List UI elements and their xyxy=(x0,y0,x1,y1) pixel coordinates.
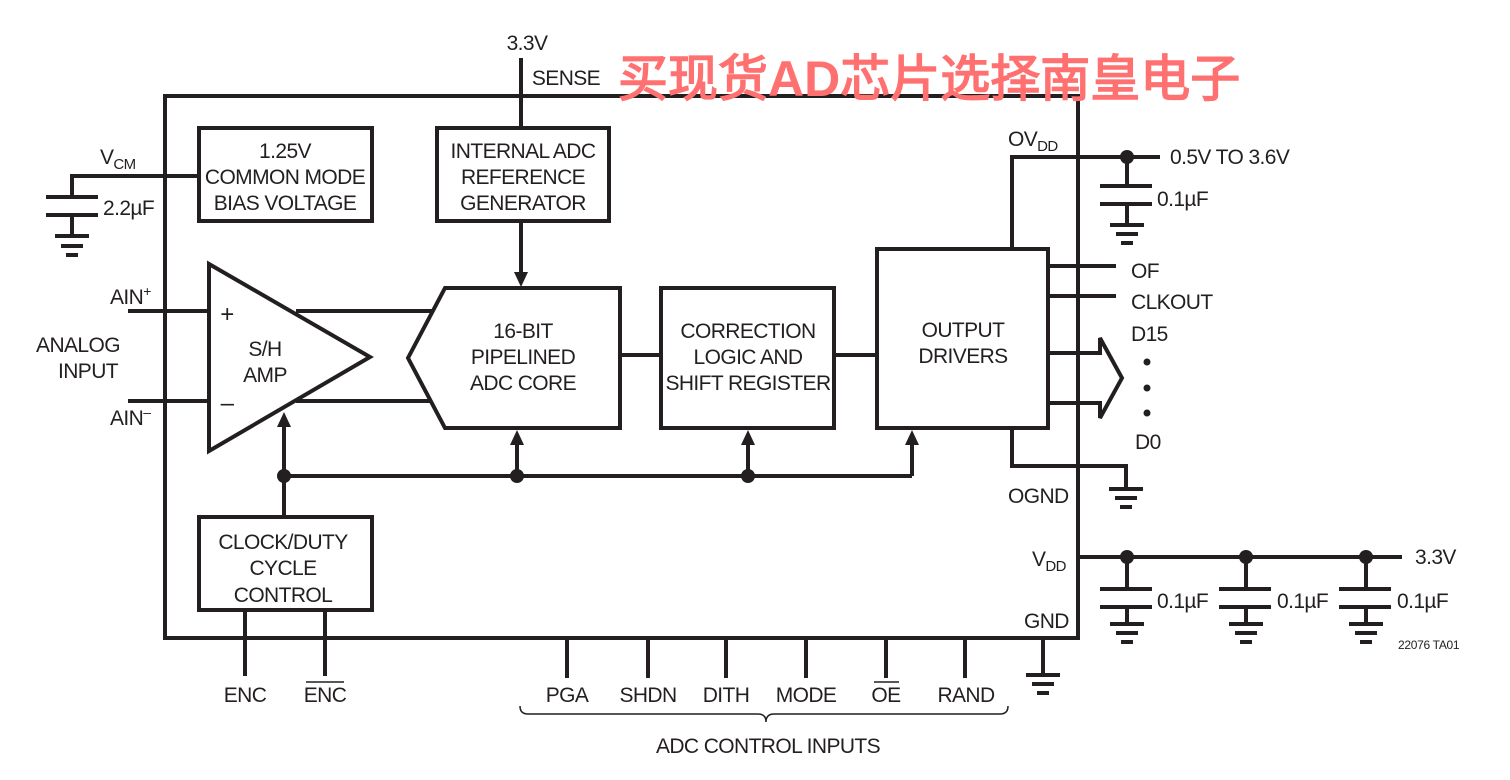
ground-icon xyxy=(1026,673,1060,695)
ognd-label: OGND xyxy=(1008,485,1069,508)
junction-dot xyxy=(277,469,291,483)
adc-core-block xyxy=(405,286,622,430)
ellipsis-dot xyxy=(1143,409,1151,417)
ain-plus-label: AIN+ xyxy=(110,283,151,309)
ellipsis-dot xyxy=(1143,384,1151,392)
mode-pin-label: MODE xyxy=(776,684,837,707)
ovdd-wire xyxy=(1010,155,1160,249)
vcm-cap-label: 2.2µF xyxy=(103,197,154,220)
vdd-label: VDD xyxy=(1032,548,1067,575)
of-label: OF xyxy=(1131,260,1159,283)
correction-line-1: CORRECTION xyxy=(680,320,815,343)
vdd-cap-2 xyxy=(1219,550,1271,644)
adc-core-line-2: PIPELINED xyxy=(471,346,576,369)
bias-line-3: BIAS VOLTAGE xyxy=(214,192,357,215)
dith-pin-label: DITH xyxy=(703,684,750,707)
correction-logic-block xyxy=(659,286,836,430)
gnd-label: GND xyxy=(1024,610,1069,633)
figure-id: 22076 TA01 xyxy=(1398,638,1460,652)
rand-pin-label: RAND xyxy=(937,684,995,707)
junction-dot xyxy=(510,469,524,483)
chip-outline xyxy=(163,94,1080,640)
enc-bar-label: ENC xyxy=(304,684,347,707)
amp-minus-sign: – xyxy=(221,390,235,417)
ground-icon xyxy=(1109,487,1143,509)
correction-line-3: SHIFT REGISTER xyxy=(665,372,830,395)
output-drivers-line-1: OUTPUT xyxy=(922,319,1006,342)
vdd-cap-label: 0.1µF xyxy=(1397,590,1448,613)
sh-amp-line-1: S/H xyxy=(248,338,281,361)
sh-amp-line-2: AMP xyxy=(243,364,287,387)
vdd-cap-1 xyxy=(1100,550,1152,644)
sense-pin-label: SENSE xyxy=(532,67,601,90)
analog-input-label-1: ANALOG xyxy=(36,334,120,357)
reference-line-1: INTERNAL ADC xyxy=(451,140,596,163)
arrow-up-icon xyxy=(741,430,755,445)
bias-line-2: COMMON MODE xyxy=(205,166,366,189)
arrow-up-icon xyxy=(905,430,919,445)
watermark: 买现货AD芯片选择南皇电子 xyxy=(618,51,1240,107)
bias-line-1: 1.25V xyxy=(259,140,311,163)
oe-pin-label: OE xyxy=(871,684,901,707)
shdn-pin-label: SHDN xyxy=(619,684,676,707)
output-drivers-block xyxy=(875,247,1050,430)
data-bus-arrow-icon xyxy=(1048,337,1125,419)
control-group-label: ADC CONTROL INPUTS xyxy=(656,735,881,758)
adc-core-line-3: ADC CORE xyxy=(470,372,577,395)
ground-icon xyxy=(1110,223,1144,245)
brace-icon xyxy=(519,705,1009,723)
arrow-up-icon xyxy=(277,412,291,427)
clock-line-1: CLOCK/DUTY xyxy=(218,531,348,554)
ovdd-cap-label: 0.1µF xyxy=(1157,188,1208,211)
reference-line-2: REFERENCE xyxy=(461,166,586,189)
arrow-down-icon xyxy=(514,272,528,287)
amp-plus-sign: + xyxy=(220,301,233,328)
correction-line-2: LOGIC AND xyxy=(694,346,803,369)
clkout-label: CLKOUT xyxy=(1131,291,1213,314)
enc-label: ENC xyxy=(224,684,267,707)
reference-generator-block xyxy=(435,126,611,223)
vcm-wire xyxy=(70,174,199,197)
ain-minus-label: AIN– xyxy=(110,404,151,430)
sh-amp-triangle xyxy=(207,260,374,455)
reference-line-3: GENERATOR xyxy=(460,192,586,215)
adc-core-line-1: 16-BIT xyxy=(493,320,553,343)
sense-voltage-label: 3.3V xyxy=(507,32,548,55)
pga-pin-label: PGA xyxy=(546,684,589,707)
vdd-voltage-label: 3.3V xyxy=(1415,546,1456,569)
vdd-cap-label: 0.1µF xyxy=(1157,590,1208,613)
vcm-label: VCM xyxy=(100,146,136,173)
arrow-up-icon xyxy=(510,430,524,445)
control-pins xyxy=(565,638,967,678)
output-drivers-line-2: DRIVERS xyxy=(918,345,1008,368)
d15-label: D15 xyxy=(1131,323,1168,346)
vdd-cap-label: 0.1µF xyxy=(1277,590,1328,613)
ovdd-range-label: 0.5V TO 3.6V xyxy=(1170,146,1290,169)
ovdd-label: OVDD xyxy=(1008,128,1058,155)
clock-control-block xyxy=(197,515,374,612)
analog-input-label-2: INPUT xyxy=(58,360,119,383)
junction-dot xyxy=(741,469,755,483)
ellipsis-dot xyxy=(1143,358,1151,366)
ground-icon xyxy=(55,234,89,257)
clock-line-3: CONTROL xyxy=(234,584,332,607)
ognd-wire xyxy=(1010,428,1128,489)
d0-label: D0 xyxy=(1135,431,1161,454)
clock-line-2: CYCLE xyxy=(249,557,317,580)
vdd-cap-3 xyxy=(1339,550,1391,644)
